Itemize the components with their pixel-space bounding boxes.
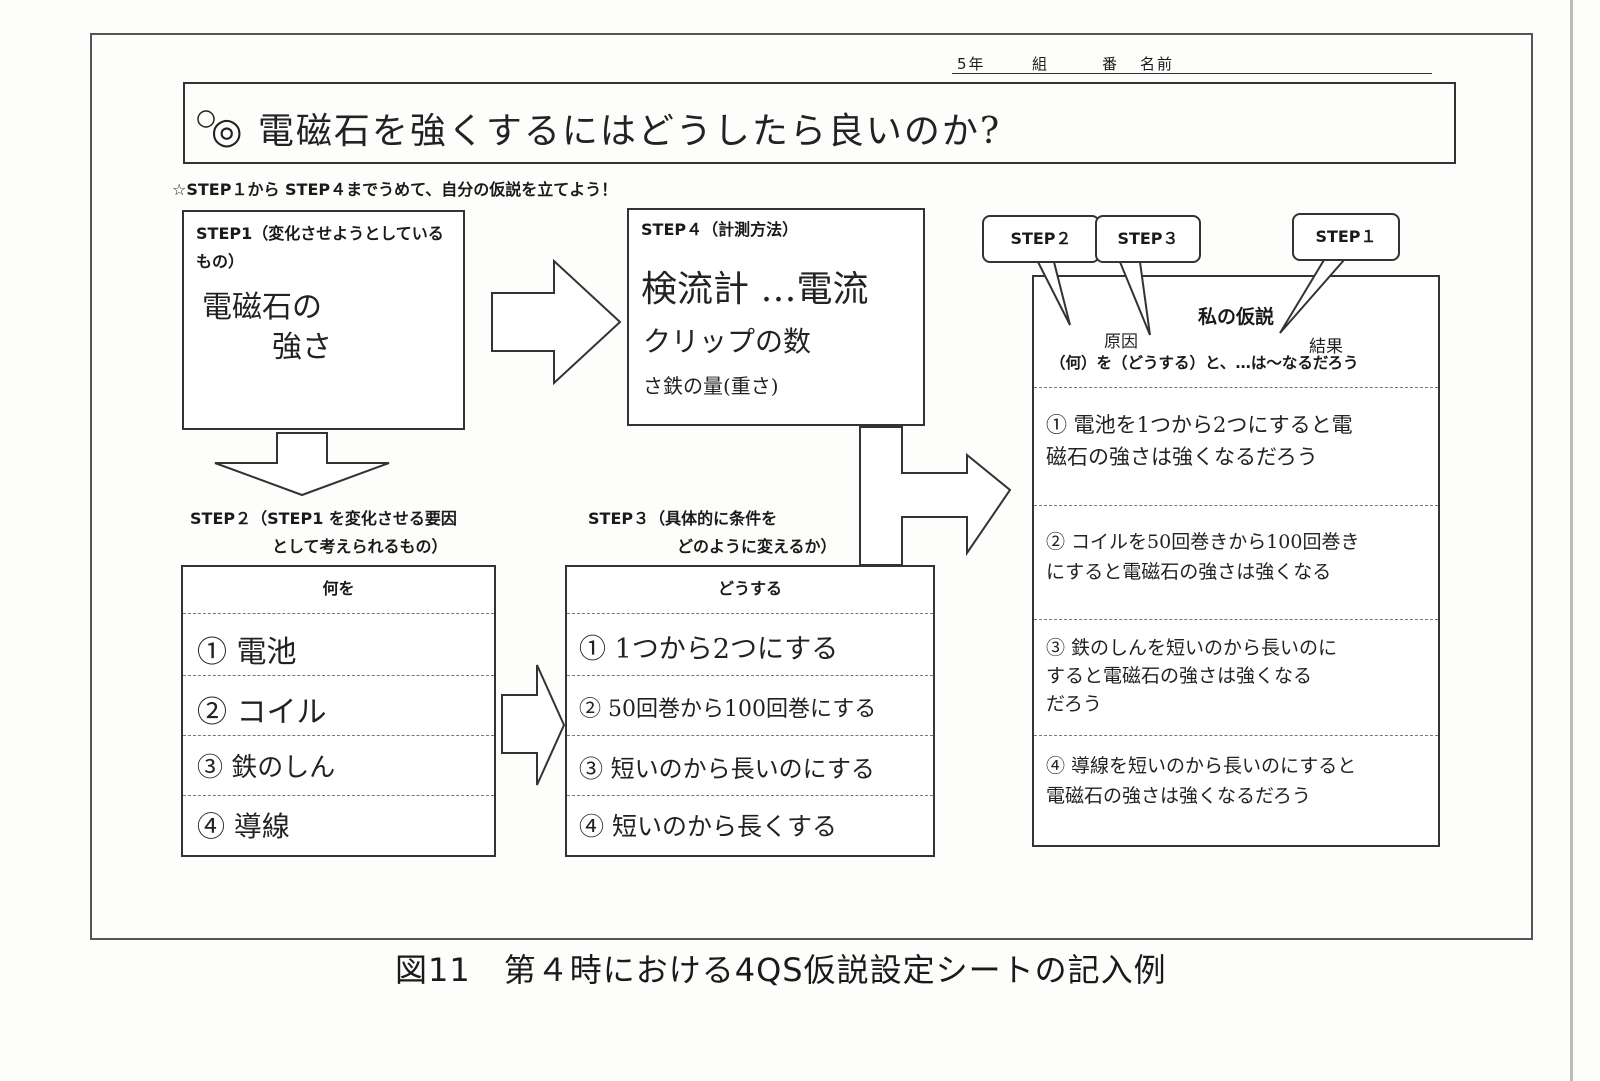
hypothesis-4-line1: ④ 導線を短いのから長いのにすると <box>1046 755 1357 777</box>
step2-label-line1: STEP２（STEP1 を変化させる要因 <box>190 509 457 528</box>
instruction-text: ☆STEP１から STEP４までうめて、自分の仮説を立てよう！ <box>172 180 618 199</box>
hypothesis-template: （何）を（どうする）と、…は～なるだろう <box>1050 354 1359 372</box>
callout-pointer-step2 <box>1036 261 1071 326</box>
step2-row-1: ① 電池 <box>197 635 297 670</box>
grade-label: 5年 <box>957 55 986 73</box>
step1-box: STEP1（変化させようとしているもの） 電磁石の 強さ <box>182 210 465 430</box>
row-divider <box>1034 505 1438 506</box>
cause-note: 原因 <box>1104 332 1138 352</box>
step3-table: どうする ① 1つから2つにする ② 50回巻から100回巻にする ③ 短いのか… <box>565 565 935 857</box>
circle-bullet <box>197 110 215 128</box>
row-divider <box>183 795 494 796</box>
row-divider <box>183 675 494 676</box>
step4-answer-line2: クリップの数 <box>643 325 812 358</box>
step2-row-3: ③ 鉄のしん <box>197 753 336 783</box>
step3-row-3: ③ 短いのから長いのにする <box>579 755 875 783</box>
arrow-right-to-hypothesis <box>859 426 1012 566</box>
step4-label: STEP４（計測方法） <box>641 220 799 239</box>
step4-answer-line1: 検流計 …電流 <box>641 269 869 310</box>
hypothesis-2-line1: ② コイルを50回巻きから100回巻き <box>1046 531 1360 553</box>
arrow-right-step2-to-step3 <box>501 664 566 786</box>
number-label: 番 <box>1102 55 1120 73</box>
hypothesis-box: 私の仮説 原因 結果 （何）を（どうする）と、…は～なるだろう ① 電池を1つか… <box>1032 275 1440 847</box>
callout-step2: STEP２ <box>982 215 1100 263</box>
step3-row-4: ④ 短いのから長くする <box>579 812 837 841</box>
row-divider <box>183 613 494 614</box>
step3-row-1: ① 1つから2つにする <box>579 634 839 665</box>
arrows-layer <box>197 110 1347 786</box>
row-divider <box>1034 619 1438 620</box>
step2-column-header: 何を <box>322 579 355 598</box>
callout-step1: STEP１ <box>1292 213 1400 261</box>
result-note: 結果 <box>1309 337 1343 357</box>
step2-row-2: ② コイル <box>197 695 327 730</box>
name-label: 名前 <box>1140 55 1175 73</box>
arrow-right-step1-to-step4 <box>491 258 622 386</box>
row-divider <box>567 675 933 676</box>
step3-column-header: どうする <box>717 579 782 598</box>
step1-answer-line2: 強さ <box>272 330 332 365</box>
callout-pointer-step3 <box>1118 261 1151 336</box>
step3-row-2: ② 50回巻から100回巻にする <box>579 697 877 722</box>
step2-row-4: ④ 導線 <box>197 810 290 843</box>
hypothesis-3-line1: ③ 鉄のしんを短いのから長いのに <box>1046 637 1338 659</box>
row-divider <box>183 735 494 736</box>
row-divider <box>567 735 933 736</box>
step4-answer-line3: さ鉄の量(重さ) <box>643 374 779 398</box>
callout-step3: STEP３ <box>1095 215 1201 263</box>
class-label: 組 <box>1032 55 1050 73</box>
callout-pointer-step1 <box>1279 259 1347 334</box>
step3-label-line1: STEP３（具体的に条件を <box>588 509 778 528</box>
hypothesis-title: 私の仮説 <box>1197 306 1274 328</box>
figure-caption: 図11 第４時における4QS仮説設定シートの記入例 <box>395 951 1167 989</box>
hypothesis-4-line2: 電磁石の強さは強くなるだろう <box>1046 785 1311 807</box>
row-divider <box>1034 735 1438 736</box>
row-divider <box>567 613 933 614</box>
worksheet-frame: 5年 組 番 名前 ◎ 電磁石を強くするにはどうしたら良いのか? ☆STEP１か… <box>90 33 1533 940</box>
step1-label: STEP1（変化させようとしているもの） <box>196 224 444 271</box>
hypothesis-2-line2: にすると電磁石の強さは強くなる <box>1046 561 1332 583</box>
hypothesis-3-line3: だろう <box>1046 693 1102 715</box>
step2-label-line2: として考えられるもの） <box>272 537 448 556</box>
step3-label-line2: どのように変えるか） <box>677 537 837 556</box>
page-edge-shadow <box>1570 0 1573 1081</box>
step2-table: 何を ① 電池 ② コイル ③ 鉄のしん ④ 導線 <box>181 565 496 857</box>
step1-answer-line1: 電磁石の <box>202 290 322 325</box>
hypothesis-1-line1: ① 電池を1つから2つにすると電 <box>1046 413 1353 437</box>
hypothesis-1-line2: 磁石の強さは強くなるだろう <box>1046 445 1318 469</box>
hypothesis-3-line2: すると電磁石の強さは強くなる <box>1046 665 1313 687</box>
arrow-down-step1-to-step2 <box>214 432 390 497</box>
row-divider <box>567 795 933 796</box>
title-box: ◎ 電磁石を強くするにはどうしたら良いのか? <box>183 82 1456 164</box>
row-divider <box>1034 387 1438 388</box>
step4-box: STEP４（計測方法） 検流計 …電流 クリップの数 さ鉄の量(重さ) <box>627 208 925 426</box>
name-underline <box>952 73 1432 74</box>
worksheet-title: ◎ 電磁石を強くするにはどうしたら良いのか? <box>211 111 1002 152</box>
